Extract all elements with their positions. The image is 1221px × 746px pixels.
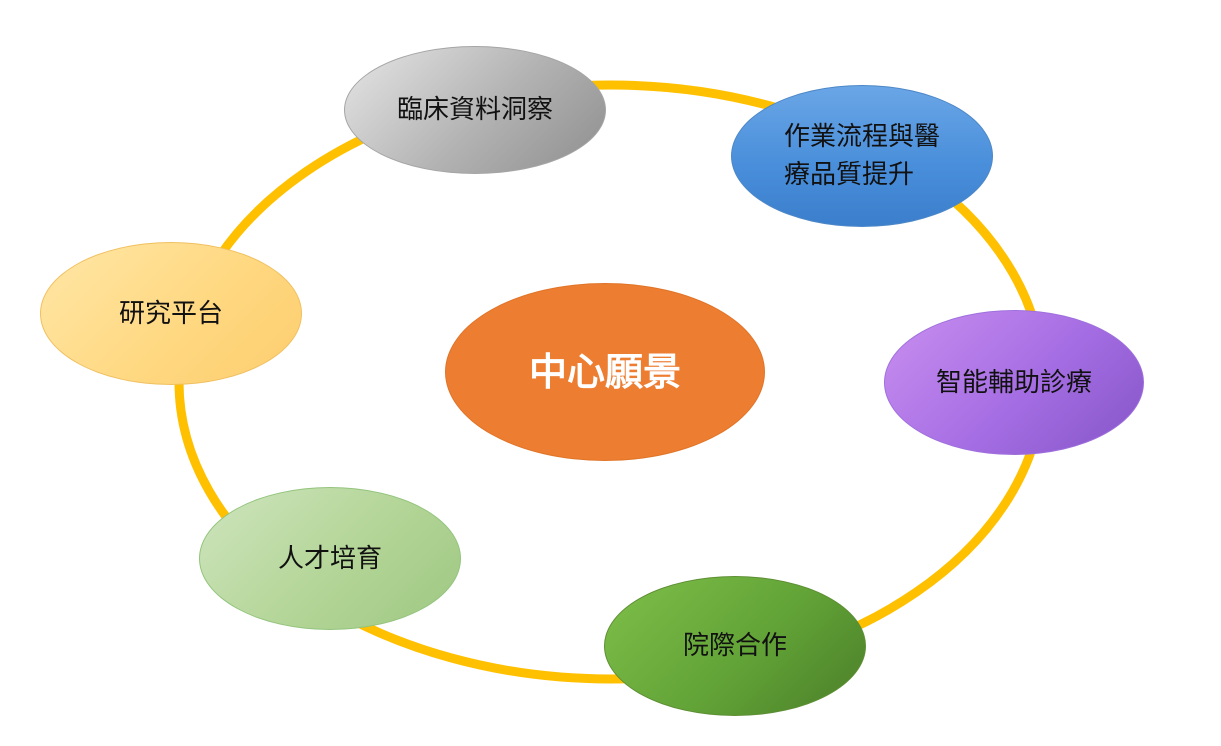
node-clinical-label: 臨床資料洞察 bbox=[396, 95, 553, 125]
node-ai-assisted-diagnosis: 智能輔助診療 bbox=[884, 310, 1144, 455]
node-hospital-label: 院際合作 bbox=[682, 631, 787, 661]
node-ai-label: 智能輔助診療 bbox=[935, 367, 1092, 398]
node-research-platform: 研究平台 bbox=[40, 242, 302, 385]
node-talent-cultivation: 人才培育 bbox=[199, 487, 461, 630]
node-workflow-quality: 作業流程與醫 療品質提升 bbox=[731, 85, 993, 227]
center-vision-label: 中心願景 bbox=[528, 350, 681, 394]
center-vision-node: 中心願景 bbox=[445, 283, 765, 461]
node-research-label: 研究平台 bbox=[118, 298, 223, 329]
node-clinical-data-insight: 臨床資料洞察 bbox=[344, 46, 606, 174]
node-talent-label: 人才培育 bbox=[277, 543, 382, 574]
node-inter-hospital-cooperation: 院際合作 bbox=[604, 576, 866, 716]
node-workflow-label: 作業流程與醫 療品質提升 bbox=[783, 122, 940, 190]
